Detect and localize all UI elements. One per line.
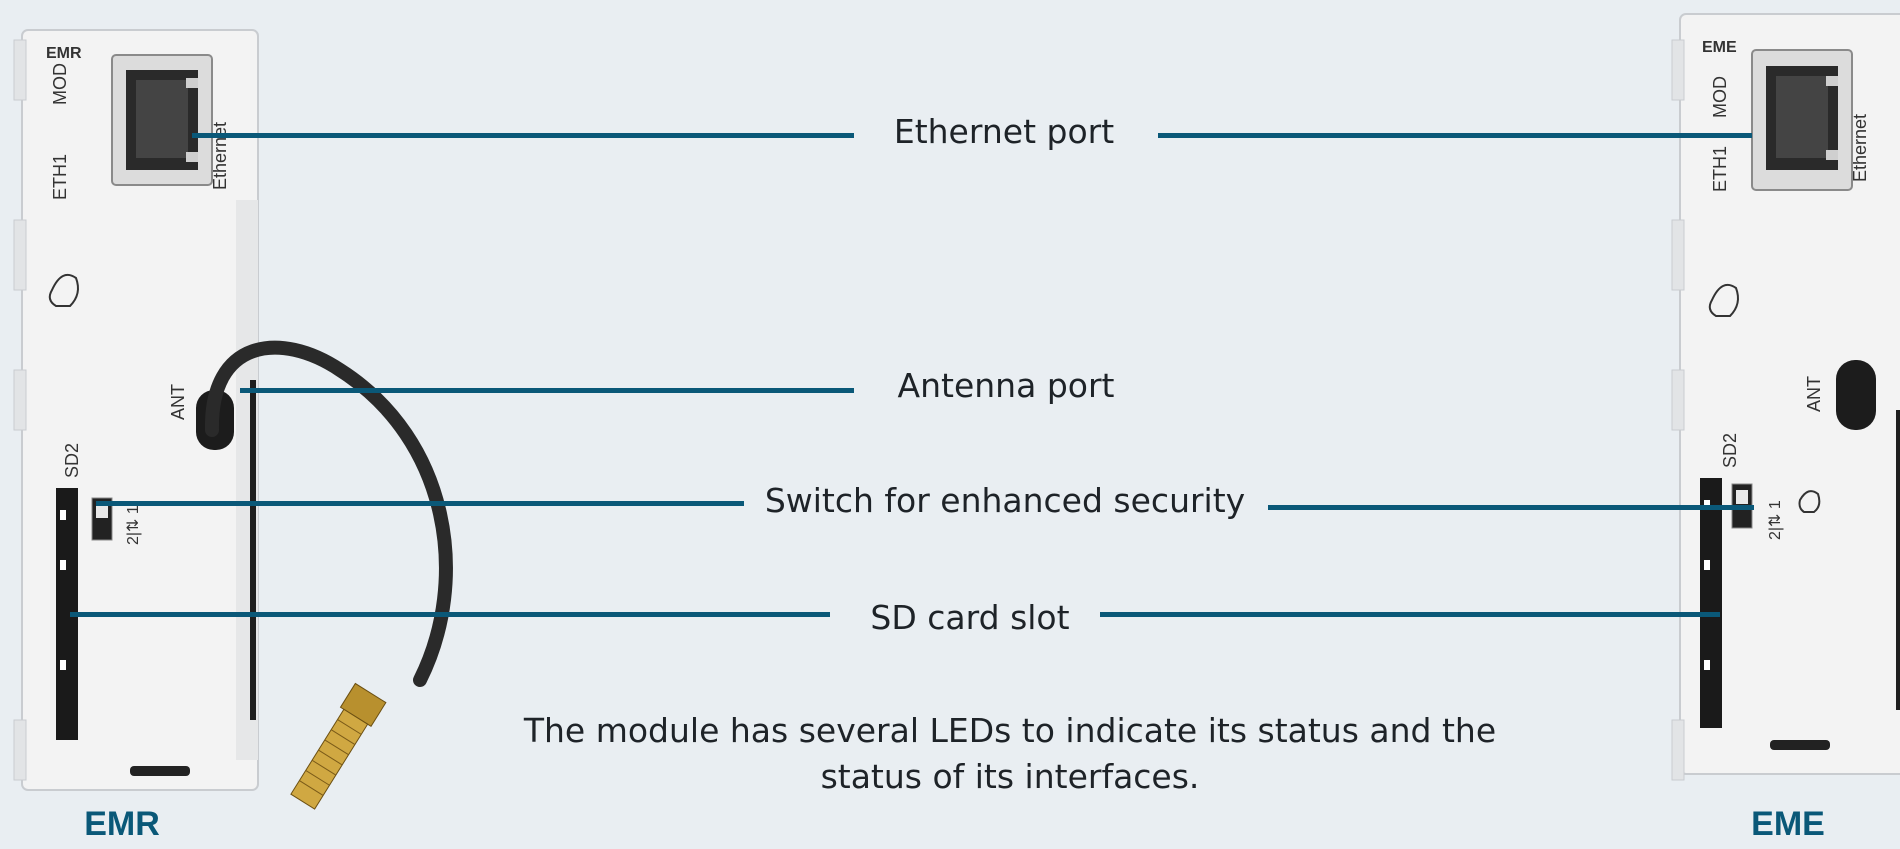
module-label: EME <box>1702 39 1737 56</box>
switch-label: Switch for enhanced security <box>764 481 1246 520</box>
emr-module: EMR ETH1 MOD Ethernet ANT SD2 2|⇅ 1 <box>13 29 453 810</box>
cloud-led-icon <box>1708 284 1739 317</box>
sd2-label: SD2 <box>1720 433 1740 468</box>
sd-card-slot <box>1700 478 1722 728</box>
antenna-line <box>240 388 854 393</box>
ethernet-line-right <box>1158 133 1752 138</box>
mod-label: MOD <box>1710 76 1730 118</box>
ethernet-label: Ethernet <box>210 122 230 190</box>
sd-line-right <box>1100 612 1720 617</box>
ethernet-jack <box>1751 49 1853 191</box>
switch-label: 2|⇅ 1 <box>125 505 142 545</box>
sd-card-slot <box>56 488 78 740</box>
eme-name: EME <box>1751 805 1825 843</box>
ethernet-port-label: Ethernet port <box>893 112 1115 151</box>
switch-label: 2|⇅ 1 <box>1767 500 1784 540</box>
switch-line-left <box>96 501 744 506</box>
switch-line-right <box>1268 505 1754 510</box>
ethernet-line-left <box>192 133 854 138</box>
ethernet-label: Ethernet <box>1850 114 1870 182</box>
sd-line-left <box>70 612 830 617</box>
emr-name: EMR <box>84 805 160 843</box>
eme-module: EME ETH1 MOD Ethernet ANT SD2 2|⇅ 1 <box>1671 13 1900 781</box>
antenna-socket <box>1836 360 1876 430</box>
ant-label: ANT <box>1804 376 1824 412</box>
sma-connector <box>290 682 387 810</box>
antenna-cable <box>204 340 453 687</box>
antenna-port-label: Antenna port <box>897 366 1115 405</box>
cloud-led-icon <box>48 274 79 307</box>
mod-label: MOD <box>50 63 70 105</box>
module-label: EMR <box>46 45 82 62</box>
led-status-caption: The module has several LEDs to indicate … <box>523 711 1497 796</box>
sd-card-slot-label: SD card slot <box>870 598 1070 637</box>
eth1-label: ETH1 <box>50 154 70 200</box>
ant-label: ANT <box>168 384 188 420</box>
sd2-label: SD2 <box>62 443 82 478</box>
ethernet-jack <box>111 54 213 186</box>
eth1-label: ETH1 <box>1710 146 1730 192</box>
